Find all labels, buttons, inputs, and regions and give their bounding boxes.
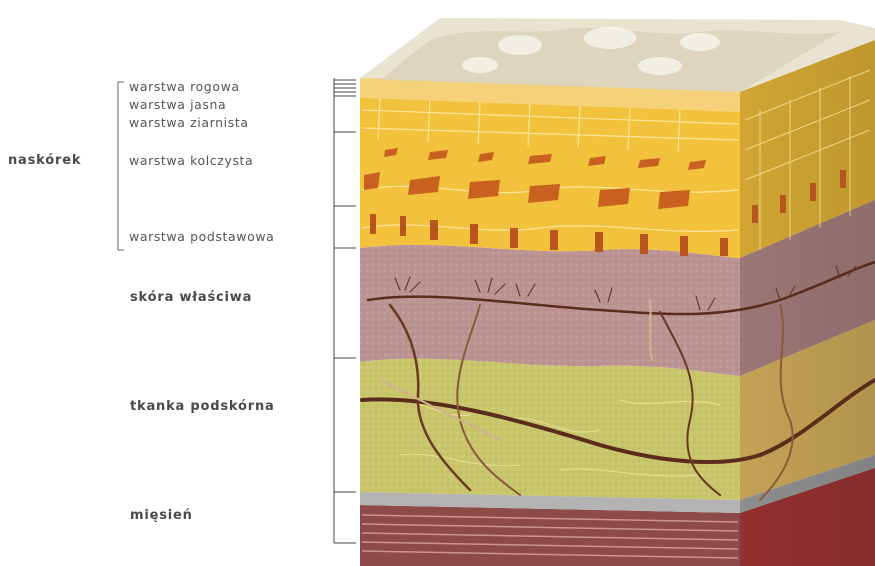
front-face bbox=[360, 78, 740, 566]
label-warstwa-ziarnista: warstwa ziarnista bbox=[129, 115, 249, 130]
label-skora-wlasciwa: skóra właściwa bbox=[130, 290, 252, 305]
label-miesien: mięsień bbox=[130, 508, 193, 523]
label-warstwa-kolczysta: warstwa kolczysta bbox=[129, 153, 253, 168]
label-warstwa-rogowa: warstwa rogowa bbox=[129, 79, 240, 94]
label-warstwa-jasna: warstwa jasna bbox=[129, 97, 226, 112]
layer-scale-bar bbox=[334, 78, 356, 543]
epidermis-bracket bbox=[118, 82, 124, 250]
label-naskorek: naskórek bbox=[8, 153, 81, 168]
label-warstwa-podstawowa: warstwa podstawowa bbox=[129, 229, 274, 244]
label-tkanka-podskorna: tkanka podskórna bbox=[130, 399, 275, 414]
